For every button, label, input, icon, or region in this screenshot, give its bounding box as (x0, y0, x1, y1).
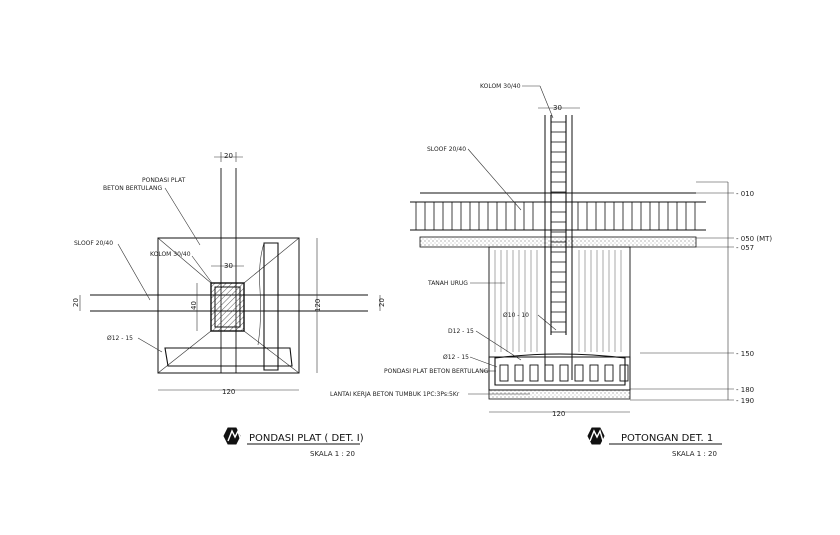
pedestal-edge (157, 330, 212, 374)
dim-sloof-left: 20 (72, 298, 80, 307)
dim-plate-h: 120 (314, 299, 322, 312)
section-label-o12: Ø12 - 15 (443, 354, 469, 361)
footing-plate-outline (157, 237, 300, 374)
lantai-kerja (488, 389, 631, 400)
footing-bar (499, 364, 509, 382)
section-dim-col-top: 30 (553, 104, 562, 112)
dim-kolom-d: 40 (190, 301, 198, 310)
footing-bar (529, 364, 539, 382)
label-sloof: SLOOF 20/40 (74, 240, 113, 247)
leader-line (539, 85, 554, 119)
label-bar: Ø12 - 15 (107, 335, 133, 342)
level-010: - 010 (736, 190, 754, 198)
plan-bottom-bar (164, 347, 293, 367)
level-180: - 180 (736, 386, 754, 394)
dim-col-top: 20 (224, 152, 233, 160)
dim-kolom-w: 30 (224, 262, 233, 270)
plan-view: 20 PONDASI PLAT BETON BERTULANG SLOOF 20… (72, 152, 386, 458)
column-stirrups (551, 121, 566, 333)
plan-title: PONDASI PLAT ( DET. I) (249, 433, 364, 444)
logo-mark (589, 429, 604, 442)
section-label-d12: D12 - 15 (448, 328, 474, 335)
footing-bar (574, 364, 584, 382)
section-view: 30 120 - 010 - 050 (MT) - 057 - 150 - 18… (330, 83, 772, 458)
section-label-pondasi: PONDASI PLAT BETON BERTULANG (384, 368, 489, 375)
pedestal-edge (157, 237, 212, 284)
level-150: - 150 (736, 350, 754, 358)
floor-slab (419, 236, 697, 248)
footing-bars (499, 364, 629, 382)
logo-mark (227, 429, 242, 442)
dim-plate-w: 120 (222, 388, 235, 396)
label-pondasi-line2: BETON BERTULANG (103, 185, 162, 192)
leader-line (117, 243, 151, 301)
sloof-stirrups (415, 202, 696, 230)
label-pondasi-line1: PONDASI PLAT (142, 177, 186, 184)
section-scale: SKALA 1 : 20 (672, 450, 717, 458)
footing-bar (544, 364, 554, 382)
leader-line (137, 337, 163, 353)
leader-line (469, 356, 498, 368)
plan-scale: SKALA 1 : 20 (310, 450, 355, 458)
section-title: POTONGAN DET. 1 (621, 433, 713, 444)
leader-line (537, 314, 557, 331)
column-section (210, 282, 245, 332)
section-dim-width: 120 (552, 410, 565, 418)
leader-line (467, 148, 522, 211)
level-190: - 190 (736, 397, 754, 405)
footing-bar (559, 364, 569, 382)
footing-bar (619, 364, 629, 382)
footing-bar (514, 364, 524, 382)
leader-line (475, 330, 522, 361)
level-057: - 057 (736, 244, 754, 252)
section-label-sloof: SLOOF 20/40 (427, 146, 466, 153)
footing-bar (589, 364, 599, 382)
soil-hatching (494, 250, 622, 352)
footing-bar (604, 364, 614, 382)
plan-title-block: PONDASI PLAT ( DET. I) SKALA 1 : 20 (223, 427, 364, 458)
leader-line (164, 187, 201, 246)
section-label-sengkang: Ø10 - 10 (503, 312, 529, 319)
dim-sloof-right: 20 (378, 298, 386, 307)
section-label-tanah: TANAH URUG (427, 280, 468, 287)
pedestal-edge (243, 237, 300, 284)
section-label-kolom: KOLOM 30/40 (480, 83, 521, 90)
level-050: - 050 (MT) (736, 235, 772, 243)
plan-rebar (263, 242, 279, 371)
leader-line (191, 255, 213, 284)
section-title-block: POTONGAN DET. 1 SKALA 1 : 20 (587, 427, 722, 458)
label-kolom: KOLOM 30/40 (150, 251, 191, 258)
column-stirrup (214, 286, 241, 328)
section-label-lantai: LANTAI KERJA BETON TUMBUK 1PC:3Ps:5Kr (330, 391, 460, 398)
plan-rebar-curve (257, 242, 265, 346)
